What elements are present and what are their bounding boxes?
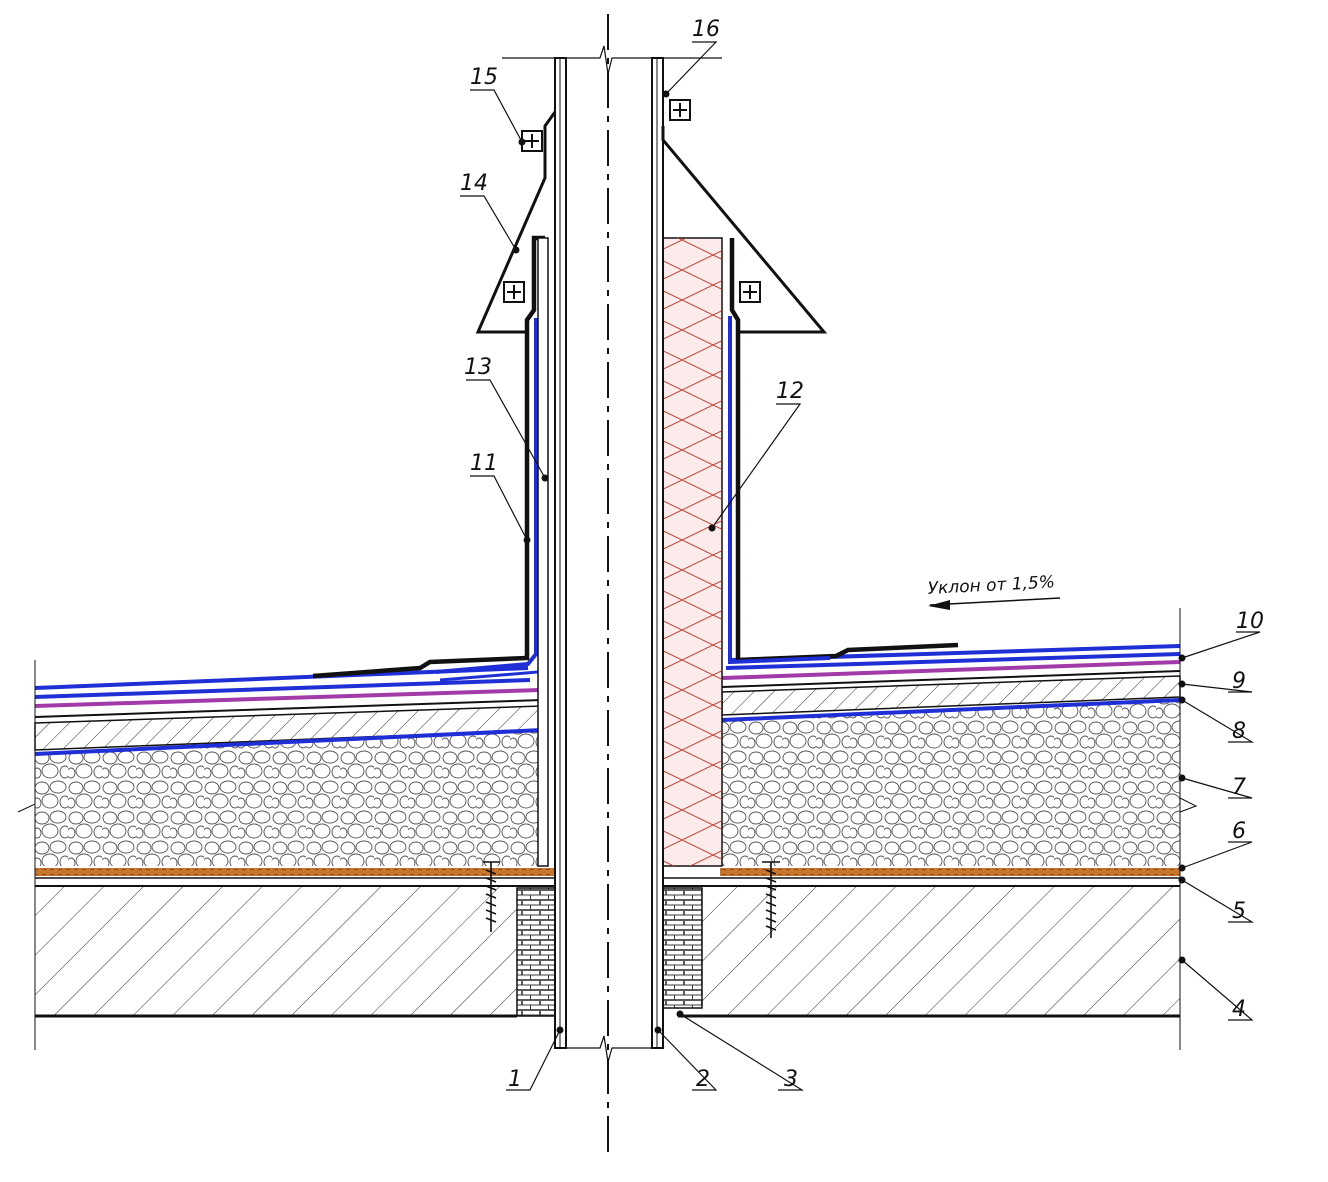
masonry-sleeve: [516, 887, 703, 1017]
thermal-insulation: [661, 237, 723, 867]
vapour-barrier-layer: [35, 868, 1180, 879]
slope-annotation: Уклон от 1,5%: [927, 572, 1061, 610]
callout-11: 11: [470, 451, 498, 476]
slope-text: Уклон от 1,5%: [927, 572, 1055, 599]
fastener-screw: [483, 861, 780, 938]
callout-8: 8: [1232, 719, 1246, 744]
callout-13: 13: [464, 355, 492, 380]
umbrella-cap: [475, 111, 828, 334]
callout-5: 5: [1232, 899, 1246, 924]
callout-7: 7: [1232, 775, 1246, 800]
callout-10: 10: [1236, 609, 1264, 634]
callout-labels: 1 2 3 4 5 6 7 8 9 10 11 12 13 14 15 16: [460, 17, 1264, 1092]
callout-12: 12: [776, 379, 804, 404]
callout-3: 3: [784, 1067, 798, 1092]
clamp-bolt: [503, 99, 761, 303]
callout-15: 15: [470, 65, 498, 90]
callout-dots: [512, 90, 1186, 1034]
callout-1: 1: [508, 1067, 522, 1092]
callout-4: 4: [1232, 997, 1246, 1022]
callout-6: 6: [1232, 819, 1246, 844]
callout-2: 2: [696, 1067, 710, 1092]
upstand-flashing-left: [312, 235, 549, 867]
separating-layer: [34, 698, 1181, 756]
callout-16: 16: [692, 17, 720, 42]
concrete-slab: [35, 885, 1180, 1018]
callouts: [460, 41, 1261, 1091]
callout-9: 9: [1232, 669, 1246, 694]
upstand-flashing-right: [728, 238, 959, 665]
callout-14: 14: [460, 171, 488, 196]
gravel-layer: [35, 700, 1180, 866]
pipe: [502, 14, 722, 1160]
